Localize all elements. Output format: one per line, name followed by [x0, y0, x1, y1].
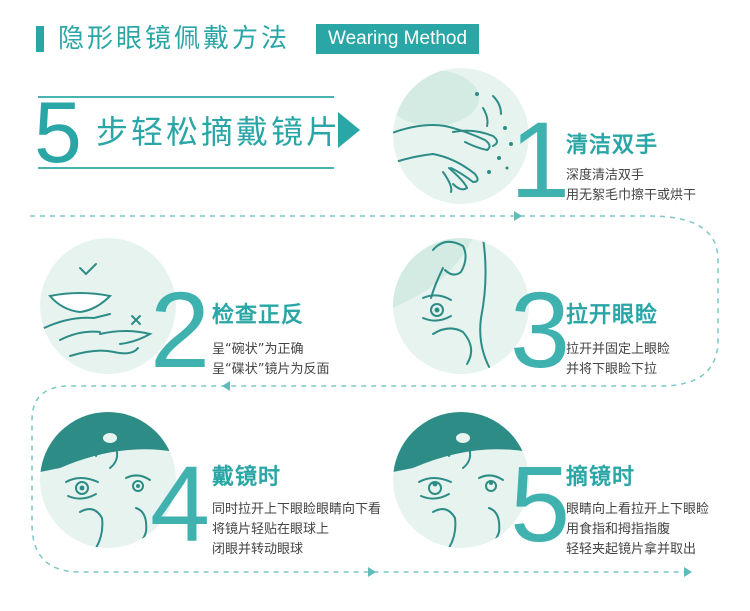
- flow-arrow-2: [222, 381, 230, 391]
- flow-arrow-1: [514, 211, 522, 221]
- step-1-line-1: 深度清洁双手: [566, 168, 645, 183]
- step-5-illustration-remove-lens: [393, 412, 529, 548]
- intro-text: 步轻松摘戴镜片: [96, 113, 342, 151]
- flow-arrow-4: [684, 567, 692, 577]
- step-3-line-2: 并将下眼睑下拉: [566, 362, 658, 377]
- step-4-title: 戴镜时: [212, 465, 282, 490]
- step-4-illustration-insert-lens: [40, 412, 176, 548]
- step-5-line-1: 眼睛向上看拉开上下眼睑: [566, 502, 710, 517]
- step-2-title: 检查正反: [212, 303, 305, 328]
- step-2-line-1: 呈“碗状”为正确: [212, 342, 304, 357]
- intro-rule-top: [38, 96, 334, 98]
- step-5-line-2: 用食指和拇指指腹: [566, 522, 671, 537]
- step-5-title: 摘镜时: [566, 465, 636, 490]
- step-4-line-1: 同时拉开上下眼睑眼睛向下看: [212, 502, 382, 517]
- header-accent-bar: [36, 26, 44, 52]
- step-4-line-2: 将镜片轻贴在眼球上: [212, 522, 330, 537]
- step-1-illustration-hand-washing: [393, 68, 529, 204]
- step-1-number: 1: [510, 99, 571, 220]
- step-2-line-2: 呈“碟状”镜片为反面: [212, 362, 330, 377]
- step-1-title: 清洁双手: [566, 133, 659, 158]
- step-1-line-2: 用无絮毛巾擦干或烘干: [566, 188, 697, 203]
- step-4-line-3: 闭眼并转动眼球: [212, 542, 304, 557]
- step-3-illustration-open-eyelid: [393, 238, 529, 374]
- intro-play-arrow-icon: [338, 112, 360, 148]
- page-title-english: Wearing Method: [316, 24, 480, 54]
- step-3-line-1: 拉开并固定上眼睑: [566, 342, 671, 357]
- step-3-number: 3: [510, 269, 571, 390]
- page-title: 隐形眼镜佩戴方法: [58, 24, 291, 54]
- step-2-number: 2: [150, 269, 211, 390]
- step-5-line-3: 轻轻夹起镜片拿并取出: [566, 542, 697, 557]
- flow-arrow-3: [368, 567, 376, 577]
- step-5-number: 5: [510, 443, 571, 564]
- intro-number: 5: [34, 85, 82, 181]
- intro-rule-bottom: [38, 167, 334, 169]
- step-3-title: 拉开眼睑: [566, 303, 659, 328]
- step-2-illustration-lens-check: [40, 238, 176, 374]
- step-4-number: 4: [150, 443, 211, 564]
